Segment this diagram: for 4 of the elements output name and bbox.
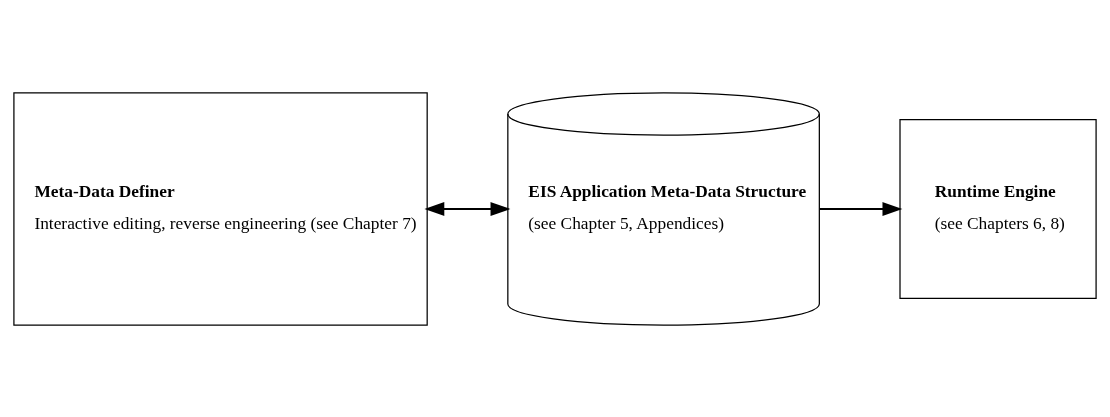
node-box: Runtime Engine (see Chapters 6, 8) <box>899 118 1097 299</box>
arrow <box>818 201 903 216</box>
arrow <box>424 201 511 216</box>
node-box: Meta-Data Definer Interactive editing, reverse engineering (see Chapter 7) <box>13 91 428 326</box>
